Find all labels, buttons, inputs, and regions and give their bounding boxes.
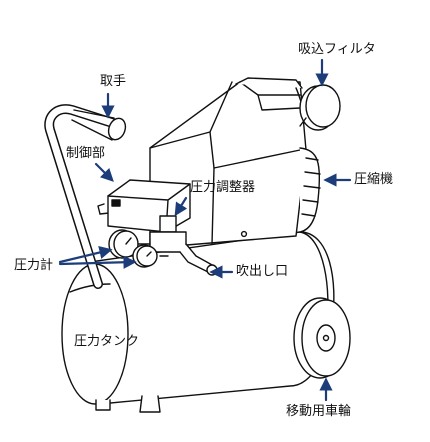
label-handle: 取手 xyxy=(100,74,127,89)
arrow-pressure-regulator xyxy=(174,196,188,217)
label-control-unit: 制御部 xyxy=(66,146,106,161)
arrow-control-unit xyxy=(94,162,114,182)
label-outlet: 吹出し口 xyxy=(236,264,289,279)
label-pressure-gauge: 圧力計 xyxy=(14,258,54,273)
label-intake-filter: 吸込フィルタ xyxy=(298,42,376,57)
callout-arrows xyxy=(58,58,352,402)
label-wheel: 移動用車輪 xyxy=(286,404,352,419)
wheel xyxy=(293,297,351,379)
label-pressure-tank: 圧力タンク xyxy=(74,334,140,349)
label-compressor: 圧縮機 xyxy=(354,172,394,187)
tank-feet xyxy=(95,395,161,413)
label-pressure-regulator: 圧力調整器 xyxy=(190,180,256,195)
arrow-gauge-left xyxy=(58,246,113,264)
arrow-gauge-lower xyxy=(58,255,137,269)
handle xyxy=(44,104,127,289)
